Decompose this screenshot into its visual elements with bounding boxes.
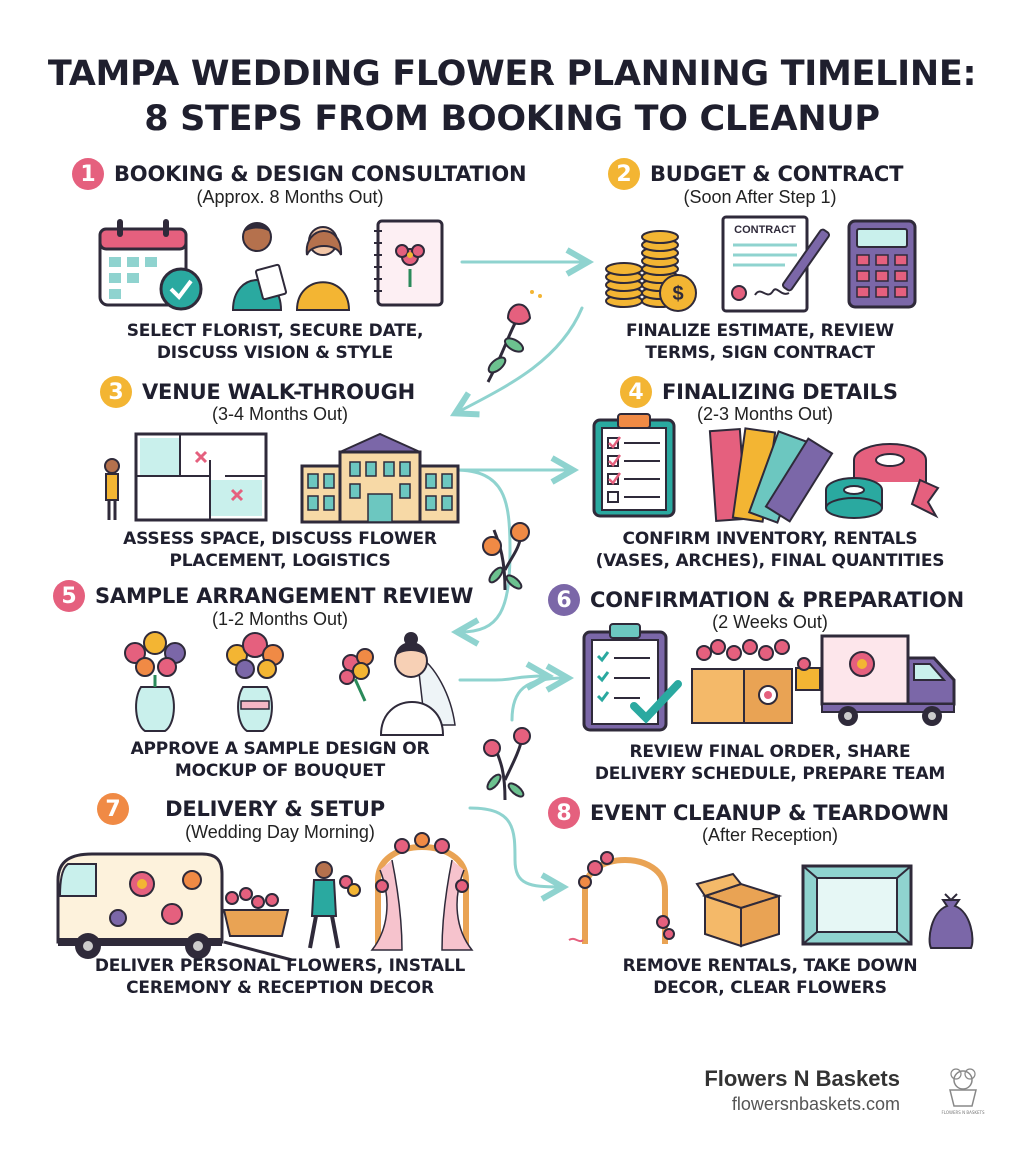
- step-title: EVENT CLEANUP & TEARDOWN: [590, 801, 949, 825]
- arrow-to-6-up: [510, 678, 565, 722]
- step-timing: (After Reception): [701, 825, 839, 845]
- calculator-icon: [847, 219, 917, 309]
- brand-logo-icon: FLOWERS N BASKETS: [941, 1068, 985, 1115]
- step-timing: (Approx. 8 Months Out): [196, 187, 384, 207]
- checklist-icon: [592, 413, 676, 518]
- floor-plan-icon: [104, 432, 268, 522]
- brand-block: Flowers N Baskets flowersnbaskets.com: [704, 1066, 900, 1115]
- delivery-truck-icon: [795, 634, 956, 726]
- step-5-illustration: [115, 625, 465, 736]
- step-timing: (3-4 Months Out): [211, 404, 349, 424]
- step-7-illustration: [52, 830, 492, 962]
- arrow-2-to-3: [458, 306, 584, 412]
- step-timing: (Wedding Day Morning): [185, 822, 375, 842]
- vase-icon: [124, 631, 186, 732]
- people-icon: [231, 222, 351, 311]
- brand-url[interactable]: flowersnbaskets.com: [731, 1094, 900, 1114]
- step-description: FINALIZE ESTIMATE, REVIEW TERMS, SIGN CO…: [625, 321, 894, 363]
- step-number-badge: 2: [608, 158, 640, 190]
- flower-sprig-1: [486, 290, 542, 383]
- step-description: REMOVE RENTALS, TAKE DOWN DECOR, CLEAR F…: [622, 956, 918, 998]
- flower-sprig-2: [482, 522, 530, 591]
- step-description: ASSESS SPACE, DISCUSS FLOWER PLACEMENT, …: [123, 529, 437, 571]
- step-title: CONFIRMATION & PREPARATION: [590, 588, 964, 612]
- flower-sprig-3: [483, 727, 531, 801]
- step-description: SELECT FLORIST, SECURE DATE, DISCUSS VIS…: [126, 321, 424, 363]
- flower-crate-icon: [691, 639, 793, 724]
- step-title: BUDGET & CONTRACT: [650, 162, 904, 186]
- brand-logo-text: FLOWERS N BASKETS: [941, 1110, 984, 1115]
- box-icon: [695, 872, 783, 948]
- step-timing: (Soon After Step 1): [683, 187, 837, 207]
- step-3-illustration: [100, 428, 460, 528]
- step-2-illustration: $ CONTRACT: [600, 215, 920, 315]
- step-title: DELIVERY & SETUP: [165, 797, 385, 821]
- step-number-badge: 7: [97, 793, 129, 825]
- step-number-badge: 3: [100, 376, 132, 408]
- step-number-badge: 8: [548, 797, 580, 829]
- step-description: DELIVER PERSONAL FLOWERS, INSTALL CEREMO…: [94, 956, 466, 998]
- vase-icon: [226, 632, 284, 732]
- step-8-illustration: [565, 840, 985, 950]
- step-description: APPROVE A SAMPLE DESIGN OR MOCKUP OF BOU…: [130, 739, 430, 781]
- arrow-7-to-8: [468, 806, 560, 887]
- arrow-3-to-5: [455, 468, 512, 632]
- trash-bag-icon: [928, 893, 974, 949]
- step-4-illustration: [590, 410, 940, 525]
- brand-name: Flowers N Baskets: [704, 1066, 900, 1091]
- step-title: VENUE WALK-THROUGH: [142, 380, 415, 404]
- step-title: BOOKING & DESIGN CONSULTATION: [114, 162, 527, 186]
- step-timing: (1-2 Months Out): [211, 609, 349, 629]
- page-title: TAMPA WEDDING FLOWER PLANNING TIMELINE: …: [0, 52, 1024, 142]
- step-timing: (2 Weeks Out): [712, 612, 828, 632]
- swatches-icon: [708, 427, 834, 524]
- sketchbook-icon: [374, 219, 444, 307]
- contract-label: CONTRACT: [734, 224, 796, 236]
- contract-icon: CONTRACT: [721, 215, 830, 313]
- step-number-badge: 4: [620, 376, 652, 408]
- arch-icon: [568, 851, 675, 944]
- arch-icon: [370, 832, 474, 951]
- svg-text:$: $: [672, 283, 683, 305]
- van-icon: [56, 852, 293, 962]
- title-line-1: TAMPA WEDDING FLOWER PLANNING TIMELINE:: [47, 54, 977, 94]
- mirror-icon: [801, 864, 913, 946]
- step-description: REVIEW FINAL ORDER, SHARE DELIVERY SCHED…: [594, 742, 946, 784]
- arrow-5-to-6: [458, 676, 545, 680]
- clipboard-icon: [582, 623, 682, 732]
- building-icon: [300, 432, 460, 524]
- step-title: SAMPLE ARRANGEMENT REVIEW: [95, 584, 474, 608]
- step-number-badge: 5: [53, 580, 85, 612]
- step-1-illustration: [95, 215, 455, 315]
- step-number-badge: 6: [548, 584, 580, 616]
- step-number-badge: 1: [72, 158, 104, 190]
- title-line-2: 8 STEPS FROM BOOKING TO CLEANUP: [144, 99, 880, 139]
- step-title: FINALIZING DETAILS: [662, 380, 898, 404]
- ribbon-icon: [825, 443, 940, 519]
- step-description: CONFIRM INVENTORY, RENTALS (VASES, ARCHE…: [595, 529, 945, 571]
- step-timing: (2-3 Months Out): [696, 404, 834, 424]
- coins-icon: $: [605, 230, 697, 312]
- calendar-icon: [98, 219, 203, 311]
- bride-icon: [339, 632, 456, 736]
- step-6-illustration: [580, 618, 970, 733]
- florist-carrying-flowers-icon: [308, 861, 361, 949]
